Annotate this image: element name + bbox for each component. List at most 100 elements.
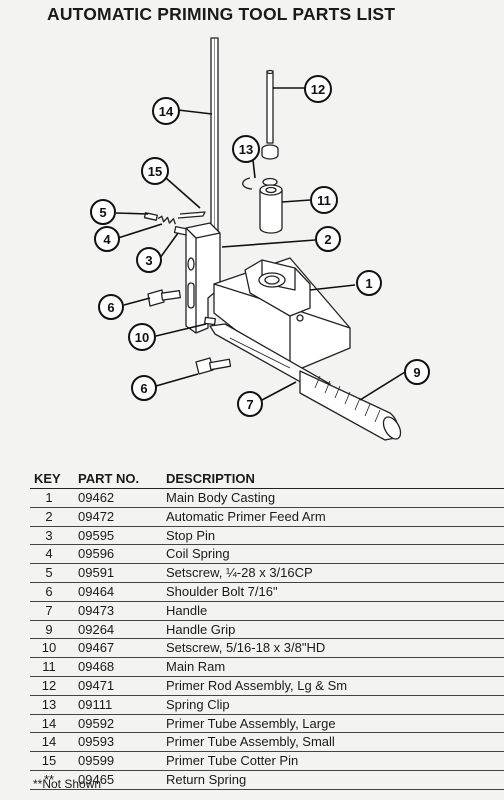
handle-grip-drawing [299, 370, 402, 441]
header-key: KEY [34, 471, 61, 486]
cotter-pin-drawing [177, 211, 206, 219]
main-body-casting-drawing [213, 257, 351, 374]
footnote: **Not Shown [33, 777, 102, 791]
callout-11: 11 [310, 186, 338, 214]
key-cell: 14 [41, 734, 57, 750]
callout-6-upper: 6 [98, 294, 124, 320]
table-row: 9 09264 Handle Grip [30, 621, 504, 640]
key-cell: 2 [45, 508, 53, 524]
svg-text:2: 2 [324, 232, 331, 247]
callout-1: 1 [356, 270, 382, 296]
key-cell: 3 [45, 527, 53, 543]
part-no-cell: 09462 [78, 490, 115, 505]
callout-3: 3 [136, 247, 162, 273]
table-row: 1 09462 Main Body Casting [30, 489, 504, 508]
primer-rod-drawing [266, 69, 274, 144]
part-no-cell: 09465 [78, 771, 115, 787]
callout-2: 2 [315, 226, 341, 252]
part-no-cell: 09111 [78, 696, 113, 712]
description-cell: Primer Tube Cotter Pin [166, 753, 299, 769]
description-cell: Handle [166, 602, 208, 618]
svg-text:5: 5 [99, 205, 106, 220]
part-no-cell: 09468 [78, 659, 115, 675]
key-cell: ** [43, 771, 55, 787]
part-no-cell: 09592 [78, 715, 115, 731]
svg-text:4: 4 [103, 232, 111, 247]
part-no-cell: 09473 [78, 602, 115, 618]
table-row: 6 09464 Shoulder Bolt 7/16" [30, 583, 504, 602]
description-cell: Primer Tube Assembly, Small [166, 734, 335, 750]
setscrew-hd-drawing [203, 316, 217, 326]
description-cell: Coil Spring [166, 546, 230, 562]
svg-text:7: 7 [246, 397, 253, 412]
svg-text:12: 12 [311, 82, 325, 97]
part-no-cell: 09471 [78, 677, 115, 693]
part-no-cell: 09596 [78, 546, 115, 562]
svg-text:13: 13 [239, 142, 253, 157]
description-cell: Setscrew, 5/16-18 x 3/8"HD [166, 640, 326, 656]
table-row: 11 09468 Main Ram [30, 658, 504, 677]
key-cell: 4 [45, 546, 53, 562]
callout-10: 10 [128, 323, 156, 351]
callout-5: 5 [90, 199, 116, 225]
callout-9: 9 [404, 359, 430, 385]
callout-12: 12 [304, 75, 332, 103]
callout-7: 7 [237, 391, 263, 417]
key-cell: 9 [45, 621, 53, 637]
table-body: 1 09462 Main Body Casting 2 09472 Automatic P… [30, 489, 504, 790]
ram-washer-drawing [261, 144, 279, 187]
part-no-cell: 09467 [78, 640, 115, 656]
callout-6-lower: 6 [131, 375, 157, 401]
callout-14: 14 [152, 97, 180, 125]
table-row: 3 09595 Stop Pin [30, 527, 504, 546]
table-row: 2 09472 Automatic Primer Feed Arm [30, 508, 504, 527]
key-cell: 11 [42, 659, 56, 675]
part-no-cell: 09595 [78, 527, 115, 543]
table-row: 14 09593 Primer Tube Assembly, Small [30, 733, 504, 753]
description-cell: Main Body Casting [166, 490, 276, 505]
description-cell: Primer Rod Assembly, Lg & Sm [166, 677, 348, 693]
table-row: 5 09591 Setscrew, ¼-28 x 3/16CP [30, 564, 504, 583]
key-cell: 5 [45, 565, 53, 581]
shoulder-bolt-upper-drawing [147, 289, 181, 307]
key-cell: 1 [45, 490, 53, 505]
part-no-cell: 09472 [78, 508, 115, 524]
callout-13: 13 [232, 135, 260, 163]
description-cell: Main Ram [166, 659, 226, 675]
table-header: KEY PART NO. DESCRIPTION [30, 468, 504, 489]
feed-arm-drawing [185, 222, 221, 334]
svg-text:14: 14 [159, 104, 174, 119]
description-cell: Primer Tube Assembly, Large [166, 715, 336, 731]
part-no-cell: 09591 [78, 565, 115, 581]
exploded-parts-diagram: 1 2 3 4 5 6 6 7 9 10 11 12 13 14 15 [90, 37, 430, 441]
key-cell: 15 [41, 753, 57, 769]
header-part-no: PART NO. [78, 471, 140, 486]
part-no-cell: 09464 [78, 583, 115, 599]
parts-table: KEY PART NO. DESCRIPTION 1 09462 Main Body… [30, 468, 504, 790]
page-title: AUTOMATIC PRIMING TOOL PARTS LIST [47, 4, 396, 24]
description-cell: Automatic Primer Feed Arm [166, 508, 326, 524]
callout-numbers: 1 2 3 4 5 6 6 7 9 10 11 12 13 14 15 [90, 75, 430, 417]
shoulder-bolt-lower-drawing [195, 357, 232, 375]
key-cell: 6 [45, 583, 53, 599]
description-cell: Stop Pin [166, 527, 216, 543]
svg-text:6: 6 [140, 381, 147, 396]
part-no-cell: 09264 [78, 621, 115, 637]
callout-15: 15 [141, 157, 169, 185]
callout-4: 4 [94, 226, 120, 252]
svg-text:6: 6 [107, 300, 114, 315]
description-cell: Setscrew, ¼-28 x 3/16CP [166, 565, 313, 581]
svg-text:1: 1 [365, 276, 372, 291]
key-cell: 13 [41, 696, 57, 712]
svg-text:9: 9 [413, 365, 420, 380]
description-cell: Handle Grip [166, 621, 236, 637]
description-cell: Shoulder Bolt 7/16" [166, 583, 278, 599]
spring-clip-drawing [242, 177, 253, 190]
part-no-cell: 09593 [78, 734, 115, 750]
